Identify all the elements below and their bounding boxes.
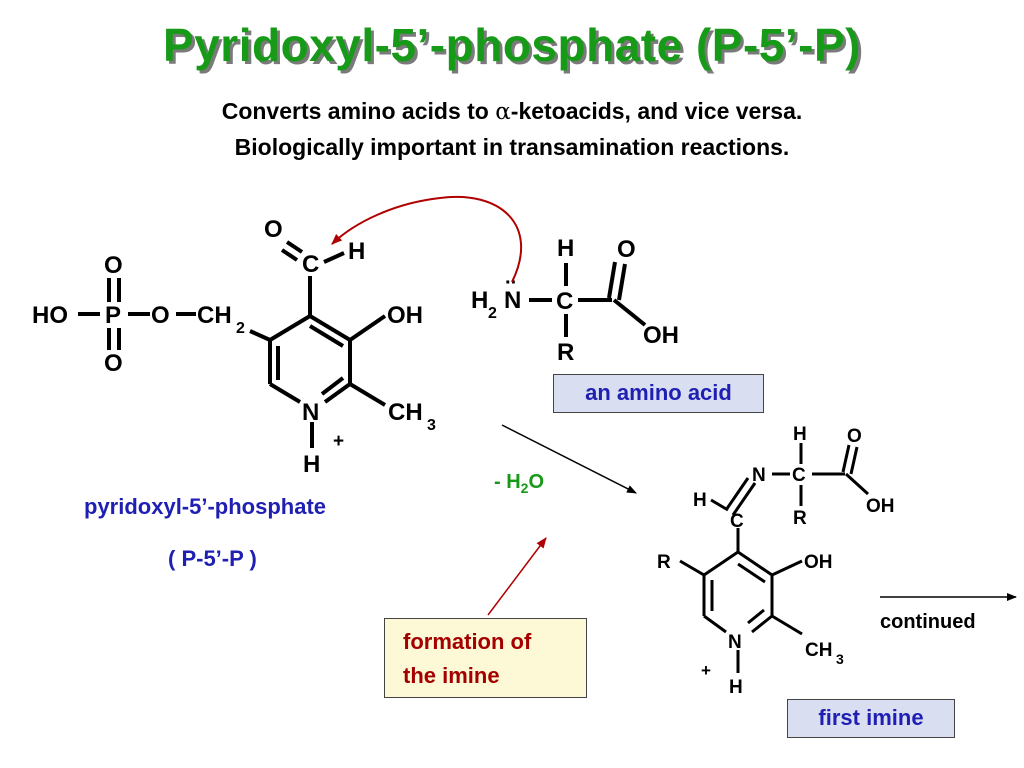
subtitle-line-1-post: -ketoacids, and vice versa. [510, 98, 803, 124]
svg-text:O: O [151, 302, 170, 329]
plp-abbrev-label: ( P-5’-P ) [168, 546, 257, 571]
imine-formation-box: formation of the imine [384, 618, 587, 698]
svg-text:N: N [302, 399, 319, 426]
amino-acid-label-box: an amino acid [553, 374, 764, 413]
svg-text:HO: HO [32, 302, 68, 329]
svg-text:H: H [471, 287, 488, 314]
svg-text:+: + [333, 431, 344, 452]
nucleophilic-attack-arrow [331, 195, 523, 283]
svg-text:CH: CH [805, 640, 832, 661]
first-imine-structure [679, 443, 870, 673]
svg-text:OH: OH [387, 302, 423, 329]
amino-acid-label: an amino acid [585, 380, 732, 405]
subtitle-line-2: Biologically important in transamination… [234, 134, 790, 160]
svg-text:2: 2 [488, 305, 497, 322]
plp-structure [78, 240, 387, 448]
svg-text:C: C [556, 288, 573, 315]
svg-text:N: N [504, 287, 521, 314]
imine-formation-line-1: formation of [403, 629, 532, 654]
svg-text:3: 3 [427, 417, 436, 434]
svg-text:OH: OH [804, 552, 833, 573]
water-loss-label: - H2O [494, 471, 544, 496]
svg-text:H: H [729, 677, 743, 698]
alpha-symbol: α [495, 99, 511, 125]
svg-text:C: C [302, 251, 319, 278]
imine-pointer-arrow [487, 537, 547, 616]
svg-text:O: O [264, 216, 283, 243]
first-imine-atom-labels: H C N C H R O OH R OH N CH 3 H + [657, 424, 895, 698]
svg-text:H: H [303, 451, 320, 478]
svg-text:R: R [793, 508, 807, 529]
svg-text:CH: CH [388, 399, 423, 426]
svg-text:N: N [728, 632, 742, 653]
svg-text:O: O [617, 236, 636, 263]
subtitle-line-1: Converts amino acids to α-ketoacids, and… [0, 98, 1024, 125]
svg-text:H: H [348, 238, 365, 265]
subtitle-line-1-pre: Converts amino acids to [221, 98, 496, 124]
reaction-arrow [501, 424, 637, 494]
plp-atom-labels: HO P O CH 2 O O OH N CH 3 H + O C H [32, 216, 436, 478]
imine-formation-line-2: the imine [403, 663, 500, 688]
slide-title: Pyridoxyl-5’-phosphate (P-5’-P) [163, 19, 861, 71]
svg-text:OH: OH [643, 322, 679, 349]
svg-text:P: P [105, 302, 121, 329]
amino-acid-atom-labels: H 2 N ·· C H R O OH [471, 235, 679, 366]
amino-acid-structure [529, 261, 647, 337]
svg-text:H: H [693, 490, 707, 511]
svg-text:2: 2 [236, 320, 245, 337]
svg-text:+: + [701, 661, 711, 680]
svg-text:3: 3 [836, 651, 844, 667]
svg-text:O: O [104, 252, 123, 279]
svg-text:R: R [657, 552, 671, 573]
first-imine-label-box: first imine [787, 699, 955, 738]
svg-text:R: R [557, 339, 574, 366]
first-imine-label: first imine [818, 705, 924, 730]
plp-name-label: pyridoxyl-5’-phosphate [84, 494, 327, 519]
svg-text:H: H [793, 424, 807, 445]
svg-text:N: N [752, 465, 766, 486]
svg-text:H: H [557, 235, 574, 262]
svg-text:O: O [847, 426, 862, 447]
svg-text:OH: OH [866, 496, 895, 517]
svg-text:C: C [792, 465, 806, 486]
svg-text:O: O [104, 350, 123, 377]
svg-text:CH: CH [197, 302, 232, 329]
continued-label: continued [880, 611, 976, 633]
svg-text:C: C [730, 511, 744, 532]
